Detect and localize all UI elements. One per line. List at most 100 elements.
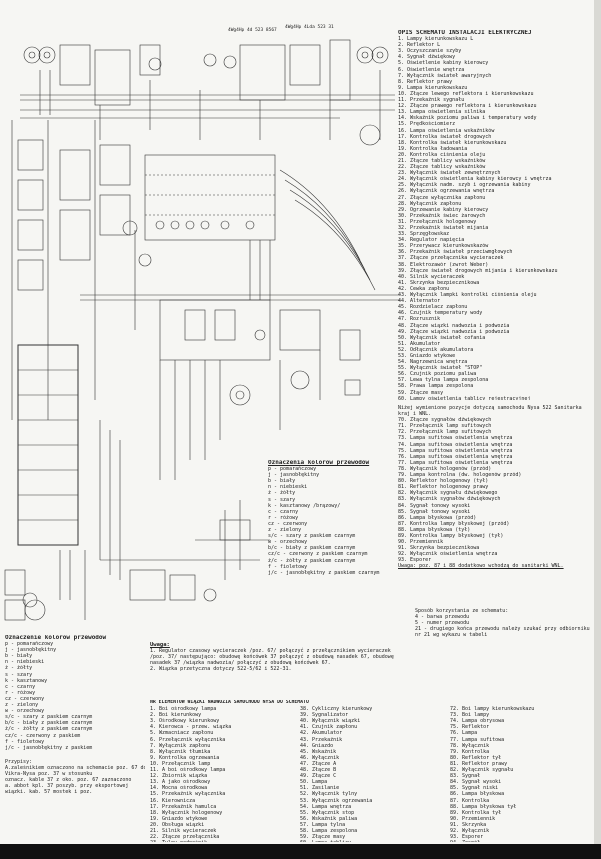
legend-item: 72. Przełącznik lamp sufitowych <box>398 429 492 436</box>
element-entry: 9. Kontrolka ogrzewania <box>150 754 220 761</box>
color-legend-item: j/c - jasnobłękitny z paskiem czarnym <box>268 569 380 576</box>
legend-item: 26. Wyłącznik ogrzewania wnętrza <box>398 188 495 195</box>
element-entry: 17. Przekaźnik hamulca <box>150 803 217 810</box>
legend-item: 47. Rozrusznik <box>398 316 441 323</box>
legend-item: 48. Złącze wiązki nadwozia i podwozia <box>398 322 510 329</box>
color-legend-item: w - orzechowy <box>5 708 45 715</box>
legend-item: 59. Złącze masy <box>398 389 444 396</box>
element-entry: 18. Wyłącznik hologenowy <box>150 809 223 816</box>
usage-line-2: 5 - numer przewodu <box>415 620 470 627</box>
color-legend-item: s/c - szary z paskiem czarnym <box>268 533 356 540</box>
usage-title: Sposób korzystania ze schematu: <box>415 608 509 614</box>
element-entry: 4. Kierowca - przew. wiązka <box>150 724 232 731</box>
element-entry: 84. Sygnał wysoki <box>450 779 502 786</box>
legend-item: 12. Złącze prawego reflektora i kierunko… <box>398 103 537 110</box>
element-entry: 93. Esporer <box>450 834 484 841</box>
color-legend-item: cz/c - czerwony z paskiem czarnym <box>268 551 368 558</box>
elements-table-title: NR ELEMENTÓW WIĄZKI NADWOZIA SAMOCHODU N… <box>150 700 309 705</box>
color-legend-item: w - orzechowy <box>268 539 308 546</box>
color-legend-item: c - czarny <box>268 508 299 515</box>
legend-item: 28. Wyłącznik zapłonu <box>398 200 462 207</box>
legend-item: 89. Kontrolka lampy błyskowej (tył) <box>398 532 504 539</box>
legend-item: 34. Regulator napięcia <box>398 237 465 244</box>
legend-item: 92. Wyłącznik oświetlenia wnętrza <box>398 551 498 558</box>
color-legend-item: z - zielony <box>5 702 39 709</box>
legend-main: OPIS SCHEMATU INSTALACJI ELEKTRYCZNEJ 1.… <box>398 30 590 400</box>
element-entry: 89. Kontrolka tył <box>450 809 502 816</box>
legend-item: 20. Kontrolka ciśnienia oleju <box>398 151 486 158</box>
legend-item: 15. Prędkościomierz <box>398 121 456 128</box>
element-entry: 57. Lampa tylna <box>300 821 346 828</box>
legend-item: 13. Lampa oświetlenia silnika <box>398 109 486 116</box>
color-legend-item: p - pomarańczowy <box>268 466 317 473</box>
reflector-right <box>359 124 381 146</box>
color-legend-item: s - szary <box>5 671 33 678</box>
element-entry: 90. Przemiennik <box>450 815 496 822</box>
legend-item: 22. Złącze tablicy wskaźników <box>398 164 486 171</box>
footnote-line: wiązki. kab. 57 mostek i poz. <box>5 789 93 796</box>
footnote-title: Przypisy: <box>5 758 33 765</box>
legend-item: 32. Przekaźnik świateł mijania <box>398 225 489 231</box>
legend-item: 93. Esporer <box>398 557 432 564</box>
element-entry: 86. Lampa błyskowa <box>450 791 505 798</box>
legend-item: 23. Wyłącznik świateł zewnętrznych <box>398 170 501 177</box>
color-legend-item: r - różowy <box>268 514 299 521</box>
element-entry: 2. Boi kierunkowy <box>150 712 202 719</box>
legend-item: 54. Nagrzewnica wnętrza <box>398 359 468 366</box>
element-entry: 16. Kierownicza <box>150 797 196 804</box>
legend-item: 53. Gniazdo wtykowe <box>398 352 456 359</box>
legend-item: 36. Przekaźnik świateł przeciwmgłowych <box>398 249 513 256</box>
element-entry: 59. Złącze masy <box>300 834 346 841</box>
legend-item: 31. Przełącznik hologenowy <box>398 218 477 225</box>
footnote-line: Vikra-Nysa poz. 37 w stosunku <box>5 770 93 777</box>
element-entry: 7. Wyłącznik zapłonu <box>150 742 211 749</box>
color-legend-item: s/c - szary z paskiem czarnym <box>5 714 93 721</box>
legend-item: 6. Oświetlenie wnętrza <box>398 66 465 73</box>
legend-item: 44. Alternator <box>398 298 441 305</box>
color-legend-item: k - kasztanowy /brązowy/ <box>268 502 341 509</box>
notes-title: Uwaga: <box>150 642 170 648</box>
legend-item: 4. Sygnał dźwiękowy <box>398 54 456 61</box>
legend-item: 39. Złącze świateł drogowych mijania i k… <box>398 267 558 274</box>
front-lamp-right <box>356 46 389 64</box>
element-entry: 20. Obsługa wiązki <box>150 821 205 828</box>
legend-item: 16. Lampa oświetlenia wskaźników <box>398 127 495 134</box>
scan-bottom-edge <box>0 844 601 859</box>
element-entry: 60. Lampa tablicy <box>300 840 440 842</box>
legend-item: 91. Skrzynka bezpiecznikowa <box>398 545 480 552</box>
colors-small-legend: Oznaczenie kolorów przewodów p - pomarań… <box>5 635 145 840</box>
element-entry: 58. Lampa zespolona <box>300 827 358 834</box>
color-legend-item: k - kasztanowy <box>5 677 48 684</box>
element-entry: 39. Sygnalizator <box>300 712 349 719</box>
legend-item: 18. Kontrolka świateł kierunkowskazu <box>398 139 507 146</box>
legend-item: 58. Prawa lampa zespolona <box>398 383 474 390</box>
legend-item: 8. Reflektor prawy <box>398 78 453 85</box>
legend-item: 56. Czujnik poziomu paliwa <box>398 371 477 378</box>
footnote-list: A.zaleśnikiem oznaczono na schemacie poz… <box>5 765 145 795</box>
legend-item: 11. Przekaźnik sygnału <box>398 97 465 104</box>
legend-item: 78. Wyłącznik hologenów (przód) <box>398 465 492 472</box>
legend-item: 52. Odłącznik akumulatora <box>398 346 474 353</box>
color-legend-item: p - pomarańczowy <box>5 641 54 648</box>
element-entry: 23. Tylny podnośnik <box>150 840 290 842</box>
legend-item: 29. Ogrzewanie kabiny kierowcy <box>398 206 489 213</box>
legend-item: 81. Reflektor hologenowy prawy <box>398 484 489 491</box>
legend-item: 41. Skrzynka bezpiecznikowa <box>398 279 480 286</box>
element-entry: 75. Reflektor <box>450 724 490 731</box>
legend-item: 83. Wyłącznik sygnałów dźwiękowych <box>398 496 501 503</box>
element-entry: 47. Złącze A <box>300 760 337 767</box>
legend-item: 70. Złącze sygnałów dźwiękowych <box>398 417 492 424</box>
element-entry: 21. Silnik wycieraczek <box>150 827 217 834</box>
color-legend-item: r - różowy <box>5 689 36 696</box>
legend-item: 82. Wyłącznik sygnału dźwiękowego <box>398 490 498 497</box>
legend-item: 33. Sprzęgłowskaz <box>398 231 450 238</box>
colors-small-title: Oznaczenie kolorów przewodów <box>5 635 107 641</box>
element-entry: 8. Wyłącznik tłumika <box>150 748 211 755</box>
legend-item: 86. Lampa błyskowa (przód) <box>398 514 477 521</box>
element-entry: 82. Wyłącznik sygnału <box>450 767 514 774</box>
